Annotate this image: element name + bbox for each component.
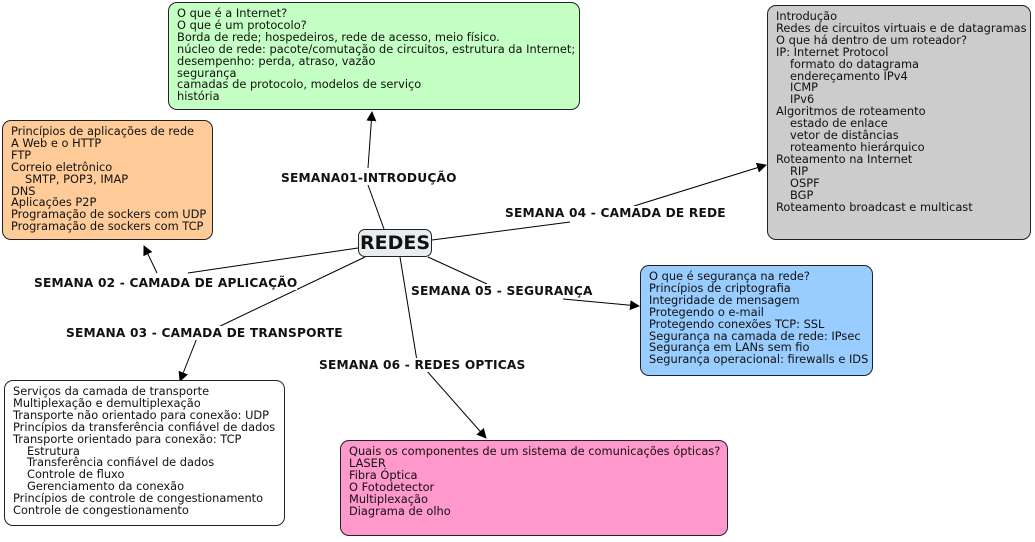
topic-item: ICMP bbox=[790, 80, 819, 95]
topic-item: Redes de circuitos virtuais e de datagra… bbox=[776, 20, 1027, 35]
topic-item: O que é a Internet? bbox=[177, 6, 288, 20]
topic-item: Segurança em LANs sem fio bbox=[649, 340, 810, 355]
topic-item: DNS bbox=[11, 183, 36, 198]
connector-semana02-a bbox=[187, 247, 359, 274]
topic-item: Gerenciamento da conexão bbox=[27, 479, 185, 494]
topic-item: Introdução bbox=[776, 9, 838, 23]
branch-label-semana02[interactable]: SEMANA 02 - CAMADA DE APLICAÇÃO bbox=[34, 276, 298, 290]
connector-semana05-arrow bbox=[562, 298, 640, 311]
topic-item: Quais os componentes de um sistema de co… bbox=[349, 444, 721, 458]
topic-item: SMTP, POP3, IMAP bbox=[25, 171, 129, 186]
topic-box-semana05[interactable]: O que é segurança na rede?Princípios de … bbox=[640, 265, 873, 376]
connector-semana01-a bbox=[367, 184, 385, 230]
topic-item: RIP bbox=[790, 163, 809, 178]
topic-item: Princípios de criptografia bbox=[649, 280, 791, 295]
topic-item: desempenho: perda, atraso, vazão bbox=[177, 53, 376, 68]
topic-item: A Web e o HTTP bbox=[11, 135, 102, 150]
topic-item: Correio eletrônico bbox=[11, 159, 113, 174]
topic-item: Aplicações P2P bbox=[11, 195, 97, 210]
topic-item: Protegendo conexões TCP: SSL bbox=[649, 316, 825, 331]
topic-item: Roteamento broadcast e multicast bbox=[776, 199, 973, 214]
topic-item: estado de enlace bbox=[790, 116, 888, 131]
topic-item: Transporte não orientado para conexão: U… bbox=[13, 407, 270, 422]
topic-box-semana06[interactable]: Quais os componentes de um sistema de co… bbox=[340, 440, 728, 536]
connector-semana01-arrow bbox=[366, 111, 377, 169]
branch-label-semana01[interactable]: SEMANA01-INTRODUÇÃO bbox=[281, 171, 457, 185]
topic-item: Multiplexação e demultiplexação bbox=[13, 395, 201, 410]
connector-semana03-arrow bbox=[178, 337, 198, 382]
topic-item: Controle de fluxo bbox=[27, 467, 125, 482]
topic-item: vetor de distâncias bbox=[790, 128, 899, 143]
connector-semana05-a bbox=[427, 256, 488, 285]
connector-semana04-a bbox=[431, 221, 571, 241]
topic-item: Programação de sockers com UDP bbox=[11, 207, 207, 222]
topic-item: camadas de protocolo, modelos de serviço bbox=[177, 77, 422, 92]
topic-item: Protegendo o e-mail bbox=[649, 304, 764, 319]
branch-label-semana05[interactable]: SEMANA 05 - SEGURANÇA bbox=[411, 284, 593, 298]
topic-item: OSPF bbox=[790, 175, 820, 190]
topic-item: Segurança na camada de rede: IPsec bbox=[649, 328, 861, 343]
topic-item: Roteamento na Internet bbox=[776, 151, 913, 166]
topic-item: O que é segurança na rede? bbox=[649, 269, 810, 283]
connector-semana06-arrow bbox=[425, 369, 487, 439]
topic-item: núcleo de rede: pacote/comutação de circ… bbox=[177, 41, 576, 56]
topic-item: FTP bbox=[11, 147, 32, 162]
topic-item: Multiplexação bbox=[349, 491, 428, 506]
topic-item: Algoritmos de roteamento bbox=[776, 104, 926, 119]
topic-item: Transferência confiável de dados bbox=[27, 455, 215, 470]
topic-item: Borda de rede; hospedeiros, rede de aces… bbox=[177, 29, 500, 44]
topic-item: Fibra Óptica bbox=[349, 467, 418, 482]
topic-item: O que há dentro de um roteador? bbox=[776, 32, 968, 47]
branch-label-semana04[interactable]: SEMANA 04 - CAMADA DE REDE bbox=[505, 206, 726, 220]
topic-item: O Fotodetector bbox=[349, 479, 435, 494]
connector-semana03-a bbox=[211, 256, 366, 331]
topic-item: história bbox=[177, 89, 220, 104]
topic-item: segurança bbox=[177, 65, 237, 80]
topic-item: Segurança operacional: firewalls e IDS bbox=[649, 352, 869, 367]
topic-item: Princípios de aplicações de rede bbox=[11, 124, 195, 138]
topic-item: LASER bbox=[349, 455, 386, 470]
topic-item: Integridade de mensagem bbox=[649, 292, 800, 307]
topic-item: endereçamento IPv4 bbox=[790, 68, 908, 83]
connector-semana02-arrow bbox=[143, 245, 158, 274]
topic-item: IP: Internet Protocol bbox=[776, 44, 889, 59]
branch-label-semana06[interactable]: SEMANA 06 - REDES OPTICAS bbox=[319, 358, 526, 372]
topic-item: Estrutura bbox=[27, 443, 80, 458]
central-topic-redes[interactable]: REDES bbox=[358, 229, 432, 257]
connector-semana06-a bbox=[399, 256, 419, 368]
topic-item: Princípios de controle de congestionamen… bbox=[13, 491, 264, 506]
topic-item: BGP bbox=[790, 187, 814, 202]
topic-item: roteamento hierárquico bbox=[790, 139, 925, 154]
connector-semana04-arrow bbox=[633, 162, 767, 207]
topic-item: formato do datagrama bbox=[790, 56, 920, 71]
topic-item: IPv6 bbox=[790, 92, 815, 107]
topic-item: Princípios da transferência confiável de… bbox=[13, 419, 276, 434]
branch-label-semana03[interactable]: SEMANA 03 - CAMADA DE TRANSPORTE bbox=[66, 326, 343, 340]
topic-box-semana01[interactable]: O que é a Internet?O que é um protocolo?… bbox=[168, 2, 580, 110]
topic-item: Controle de congestionamento bbox=[13, 503, 189, 518]
topic-item: Diagrama de olho bbox=[349, 503, 451, 518]
topic-item: Serviços da camada de transporte bbox=[13, 384, 210, 398]
topic-item: Transporte orientado para conexão: TCP bbox=[13, 431, 242, 446]
topic-item: Programação de sockers com TCP bbox=[11, 219, 204, 234]
topic-item: O que é um protocolo? bbox=[177, 17, 307, 32]
